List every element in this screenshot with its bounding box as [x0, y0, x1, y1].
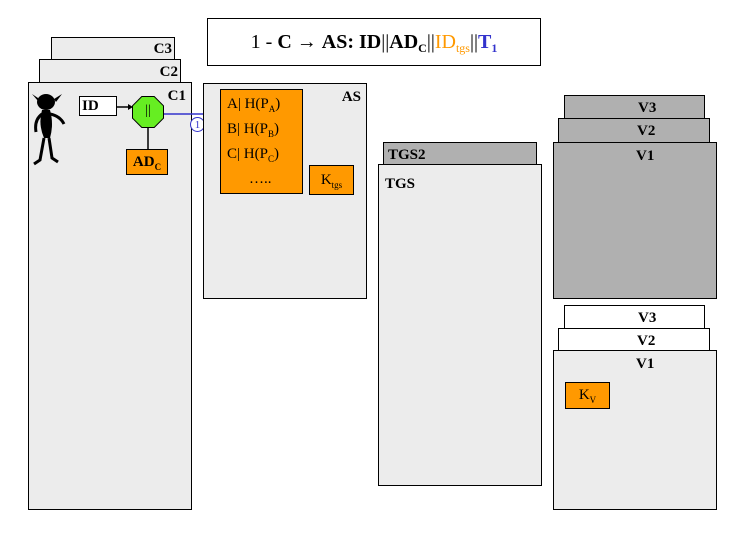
client-adc-box: ADC [126, 149, 168, 175]
tgs-panel: TGS [378, 164, 542, 486]
as-entry-a: A| H(PA) [227, 96, 281, 114]
title-ad-sub: C [418, 41, 427, 55]
as-entry-c: C| H(PC) [227, 146, 279, 164]
title-ad: AD [389, 31, 419, 53]
title-arrow: → [296, 31, 317, 53]
client-ad-label: AD [132, 154, 155, 170]
title-t: T [477, 31, 492, 53]
title-t-sub: 1 [491, 41, 498, 55]
v-lower-v1-panel: V1 [553, 350, 717, 510]
title-as: AS: [321, 31, 355, 53]
client-id-label: ID [82, 98, 99, 114]
v-lower-v2-label: V2 [637, 333, 656, 349]
client-c1-label: C1 [167, 88, 186, 104]
v-lower-v3-panel: V3 [564, 305, 705, 331]
client-id-box: ID [79, 96, 117, 116]
as-entry-more: ….. [249, 171, 272, 187]
as-entry-b: B| H(PB) [227, 121, 279, 139]
title-sep-3: || [469, 31, 478, 53]
tgs2-label: TGS2 [388, 147, 426, 163]
v-upper-v2-label: V2 [637, 123, 656, 139]
v-upper-v2-panel: V2 [558, 118, 710, 145]
v-upper-v1-panel: V1 [553, 142, 717, 299]
flow-step-number: 1 [194, 119, 201, 131]
title-box: 1 - C → AS: ID||ADC||IDtgs||T1 [207, 18, 541, 66]
client-ad-sub: C [154, 162, 162, 172]
v-key-sub: V [589, 395, 597, 405]
v-key-box: KV [565, 382, 610, 409]
v-lower-v1-label: V1 [636, 356, 655, 372]
title-id-tgs-sub: tgs [455, 41, 470, 55]
as-key-sub: tgs [331, 180, 343, 190]
v-upper-v3-label: V3 [638, 100, 657, 116]
title-sep-2: || [426, 31, 435, 53]
title-sep-1: || [381, 31, 390, 53]
as-label: AS [341, 89, 361, 105]
v-upper-v3-panel: V3 [564, 95, 705, 121]
concat-symbol: || [145, 103, 151, 118]
v-lower-v3-label: V3 [638, 310, 657, 326]
title-id: ID [359, 31, 382, 53]
as-key-tgs-box: Ktgs [309, 165, 354, 195]
client-c2-label: C2 [159, 64, 178, 80]
v-key-label: K [578, 387, 590, 403]
user-icon [32, 94, 66, 166]
as-key-label: K [320, 172, 332, 188]
concat-octagon: || [132, 96, 164, 128]
as-password-table: A| H(PA) B| H(PB) C| H(PC) ….. [220, 89, 303, 194]
title-client: C [277, 31, 292, 53]
tgs-label: TGS [385, 176, 416, 192]
v-upper-v1-label: V1 [636, 148, 655, 164]
title-id-tgs: ID [434, 31, 456, 53]
client-c3-label: C3 [153, 41, 172, 57]
title-step: 1 - [250, 31, 278, 53]
